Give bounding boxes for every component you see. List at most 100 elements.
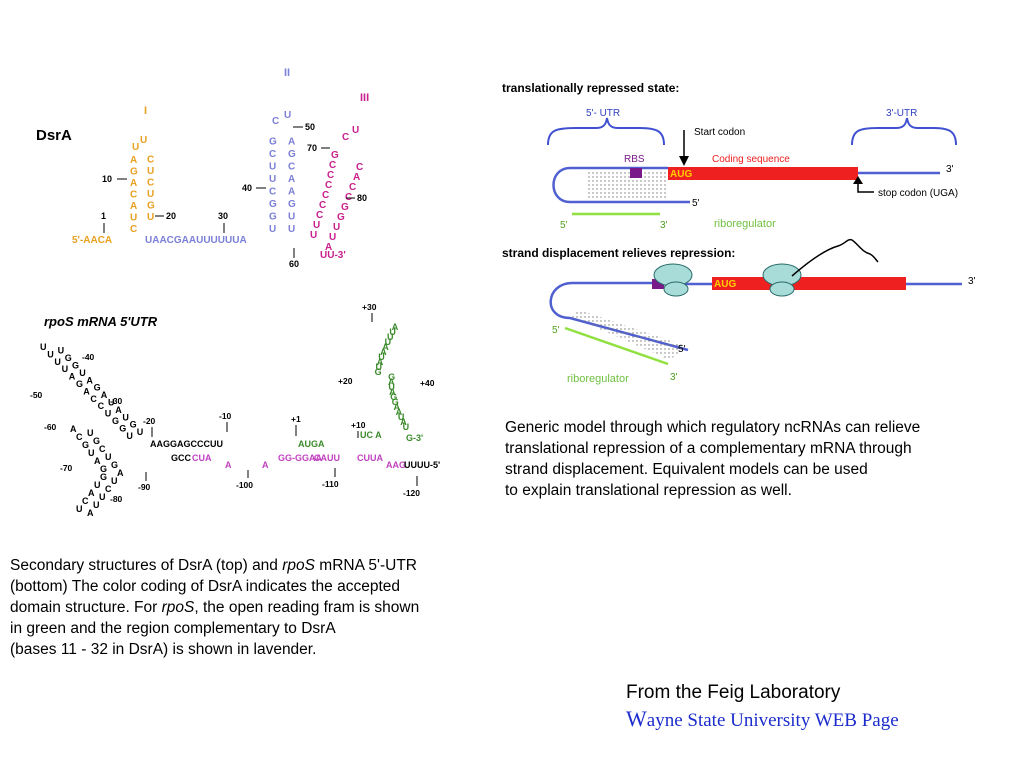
rpos-num-p20: +20: [338, 376, 353, 386]
wsu-web-page-link[interactable]: Wayne State University WEB Page: [626, 706, 899, 732]
dsra-s1r-4: U: [147, 166, 154, 177]
dsra-s3l-0: U: [310, 230, 317, 241]
dsra-s3r-8: C: [356, 162, 363, 173]
rpos-gh-10: G: [388, 372, 395, 382]
rpos-gh-4: A: [382, 342, 389, 352]
rpos-lh-12: A: [83, 386, 90, 396]
rpos-lo-15: C: [105, 484, 112, 494]
rpos-seg-main: GCC: [171, 453, 192, 463]
dsra-s3loop-1: U: [352, 125, 359, 136]
rpos-gh-5: A: [380, 347, 387, 357]
rpos-lh-7: U: [79, 368, 86, 378]
dsra-s2l-4: U: [269, 174, 276, 185]
disp-coding-bar: [712, 277, 906, 290]
structure-caption-line-3: domain structure. For rpoS, the open rea…: [10, 597, 500, 618]
rpos-gh-9: G: [375, 367, 382, 377]
rpos-seg-red: AAG: [386, 460, 406, 470]
rpos-lo-13: U: [111, 476, 118, 486]
rpos-lh-22: G: [119, 423, 126, 433]
model-state1-title: translationally repressed state:: [502, 81, 679, 95]
rpos-num-m10: -10: [219, 411, 232, 421]
dsra-s2r-6: G: [288, 149, 296, 160]
rpos-lh-0: U: [40, 342, 47, 352]
utr5-brace: [547, 117, 665, 146]
model-displacement: strand displacement relieves repression:…: [502, 238, 976, 385]
rpos-gh-17: A: [396, 407, 403, 417]
rpos-lo-2: C: [76, 432, 83, 442]
aug-label: AUG: [670, 169, 692, 180]
rpos-seg-lav2: A: [225, 460, 232, 470]
rpos-lo-5: C: [99, 444, 106, 454]
link-rest: ayne State University WEB Page: [646, 710, 899, 731]
dsra-s1r-2: U: [147, 189, 154, 200]
dsra-num-40: 40: [242, 183, 252, 193]
credit-block: From the Feig Laboratory Wayne State Uni…: [626, 682, 899, 732]
dsra-s2r-3: A: [288, 187, 295, 198]
mrna-hairpin: [552, 166, 690, 204]
dsra-num-20: 20: [166, 211, 176, 221]
rpos-gh-18: U: [398, 412, 405, 422]
coding-label: Coding sequence: [712, 154, 790, 165]
rpos-lo-10: G: [100, 464, 107, 474]
ribosome-small-1: [663, 281, 689, 297]
dsra-s2r-5: C: [288, 162, 295, 173]
rpos-num-m120: -120: [403, 488, 420, 498]
rpos-lo-11: A: [117, 468, 124, 478]
dsra-s2l-7: G: [269, 137, 277, 148]
rpos-lh-2: U: [47, 349, 54, 359]
rpos-lo-8: A: [94, 456, 101, 466]
rpos-gh-3: U: [385, 337, 392, 347]
dsra-s3r-0: A: [325, 242, 332, 253]
rpos-gh-6: U: [378, 352, 385, 362]
dsra-end3: UU-3': [320, 250, 346, 261]
utr3-label: 3'-UTR: [886, 108, 917, 119]
model-caption-line-1: Generic model through which regulatory n…: [505, 419, 921, 436]
rpos-seg-tail: UUUU-5': [404, 460, 440, 470]
displaced-mrna-strand: [549, 281, 689, 352]
caption-l1b: rpoS: [282, 557, 315, 574]
dsra-s3r-2: U: [333, 222, 340, 233]
dsra-s1r-3: C: [147, 178, 154, 189]
basepair-region: [586, 170, 666, 200]
rpos-gh-19: A: [400, 417, 407, 427]
dsra-s2l-6: C: [269, 149, 276, 160]
rpos-lh-21: G: [130, 420, 137, 430]
rpos-lo-1: U: [87, 428, 94, 438]
caption-l1c: mRNA 5'-UTR: [314, 557, 417, 574]
rpos-num-p10: +10: [351, 420, 366, 430]
dsra-s2l-0: U: [269, 224, 276, 235]
rpos-num-m40: -40: [82, 352, 95, 362]
dsra-s3l-4: C: [322, 190, 329, 201]
rpos-lo-12: G: [100, 472, 107, 482]
structure-caption-line-2: (bottom) The color coding of DsrA indica…: [10, 578, 401, 595]
dsra-domain-label-1: I: [144, 105, 147, 117]
rpos-gh-14: G: [390, 392, 397, 402]
dsra-s2l-5: U: [269, 162, 276, 173]
disp-ribo-5prime: 5': [552, 325, 560, 336]
rpos-num-m20: -20: [143, 416, 156, 426]
dsra-structure: DsrA I II III 5'-AACA UAACGAAUUUUUUA CUA…: [36, 67, 369, 269]
dsra-title: DsrA: [36, 127, 72, 144]
rpos-num-p1: +1: [291, 414, 301, 424]
rpos-gh-7: A: [377, 357, 384, 367]
riboregulator-label: riboregulator: [714, 218, 776, 230]
rpos-lh-19: U: [122, 412, 128, 422]
displaced-riboregulator: [564, 326, 669, 366]
dsra-stem2-loop-bases: CU: [272, 110, 291, 127]
rpos-lh-18: U: [105, 409, 112, 419]
rpos-seg-green1: CAUU: [314, 453, 340, 463]
rpos-lh-11: G: [94, 383, 101, 393]
disp-mrna-5prime: 5': [678, 344, 686, 355]
stop-codon-label: stop codon (UGA): [878, 188, 958, 199]
nascent-peptide: [791, 238, 879, 277]
dsra-s2r-2: G: [288, 199, 296, 210]
rpos-lh-3: G: [65, 353, 72, 363]
rpos-gh-15: G: [392, 397, 399, 407]
dsra-s1r-5: C: [147, 155, 154, 166]
dsra-s2l-1: G: [269, 212, 277, 223]
